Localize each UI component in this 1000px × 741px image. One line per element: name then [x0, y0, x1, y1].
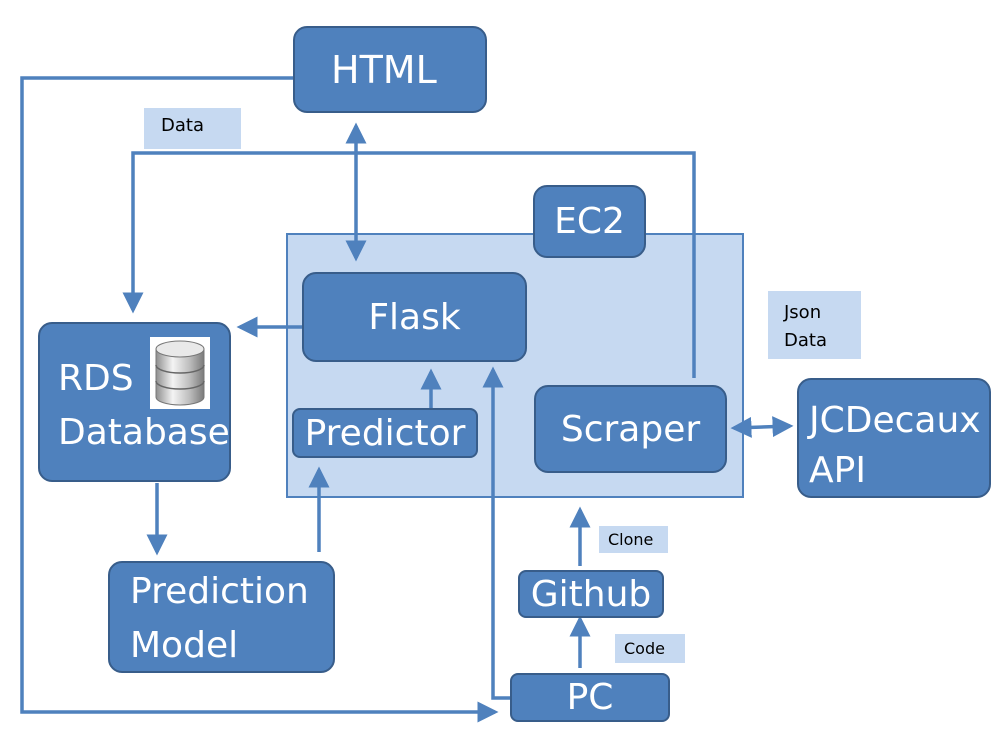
html-node: HTML: [293, 26, 487, 113]
scraper-label: Scraper: [560, 408, 701, 450]
code-note: Code: [615, 634, 685, 663]
database-cylinder-icon: [150, 337, 210, 409]
arrow-scraper-jcdecaux: [730, 416, 794, 438]
json-data-note: Json Data: [768, 291, 861, 359]
rds-label-line1: RDS: [58, 358, 134, 399]
jcdecaux-label-line2: API: [809, 450, 866, 491]
arrow-html-to-pc: [20, 76, 499, 723]
pc-label: PC: [566, 677, 614, 718]
jcdecaux-api-node: JCDecaux API: [797, 378, 991, 498]
rds-label-line2: Database: [58, 412, 230, 453]
clone-note: Clone: [599, 526, 668, 553]
prediction-label-line1: Prediction: [130, 571, 309, 612]
html-label: HTML: [331, 47, 437, 92]
clone-note-text: Clone: [608, 530, 654, 549]
pc-node: PC: [510, 673, 670, 722]
ec2-node: EC2: [533, 185, 646, 258]
arrow-scraper-to-rds: [122, 151, 696, 378]
predictor-node: Predictor: [292, 408, 478, 458]
json-note-line1: Json: [784, 302, 822, 323]
predictor-label: Predictor: [304, 412, 466, 454]
arrow-pc-to-flask: [482, 366, 512, 700]
json-note-line2: Data: [784, 330, 827, 351]
data-note-text: Data: [161, 115, 204, 136]
ec2-label: EC2: [554, 201, 625, 242]
data-note: Data: [144, 108, 241, 149]
github-label: Github: [530, 573, 652, 615]
prediction-label-line2: Model: [130, 625, 239, 666]
flask-label: Flask: [368, 296, 461, 338]
flask-node: Flask: [302, 272, 527, 362]
prediction-model-node: Prediction Model: [108, 561, 335, 673]
jcdecaux-label-line1: JCDecaux: [809, 400, 981, 441]
scraper-node: Scraper: [534, 385, 727, 473]
code-note-text: Code: [624, 639, 665, 658]
github-node: Github: [518, 570, 664, 618]
